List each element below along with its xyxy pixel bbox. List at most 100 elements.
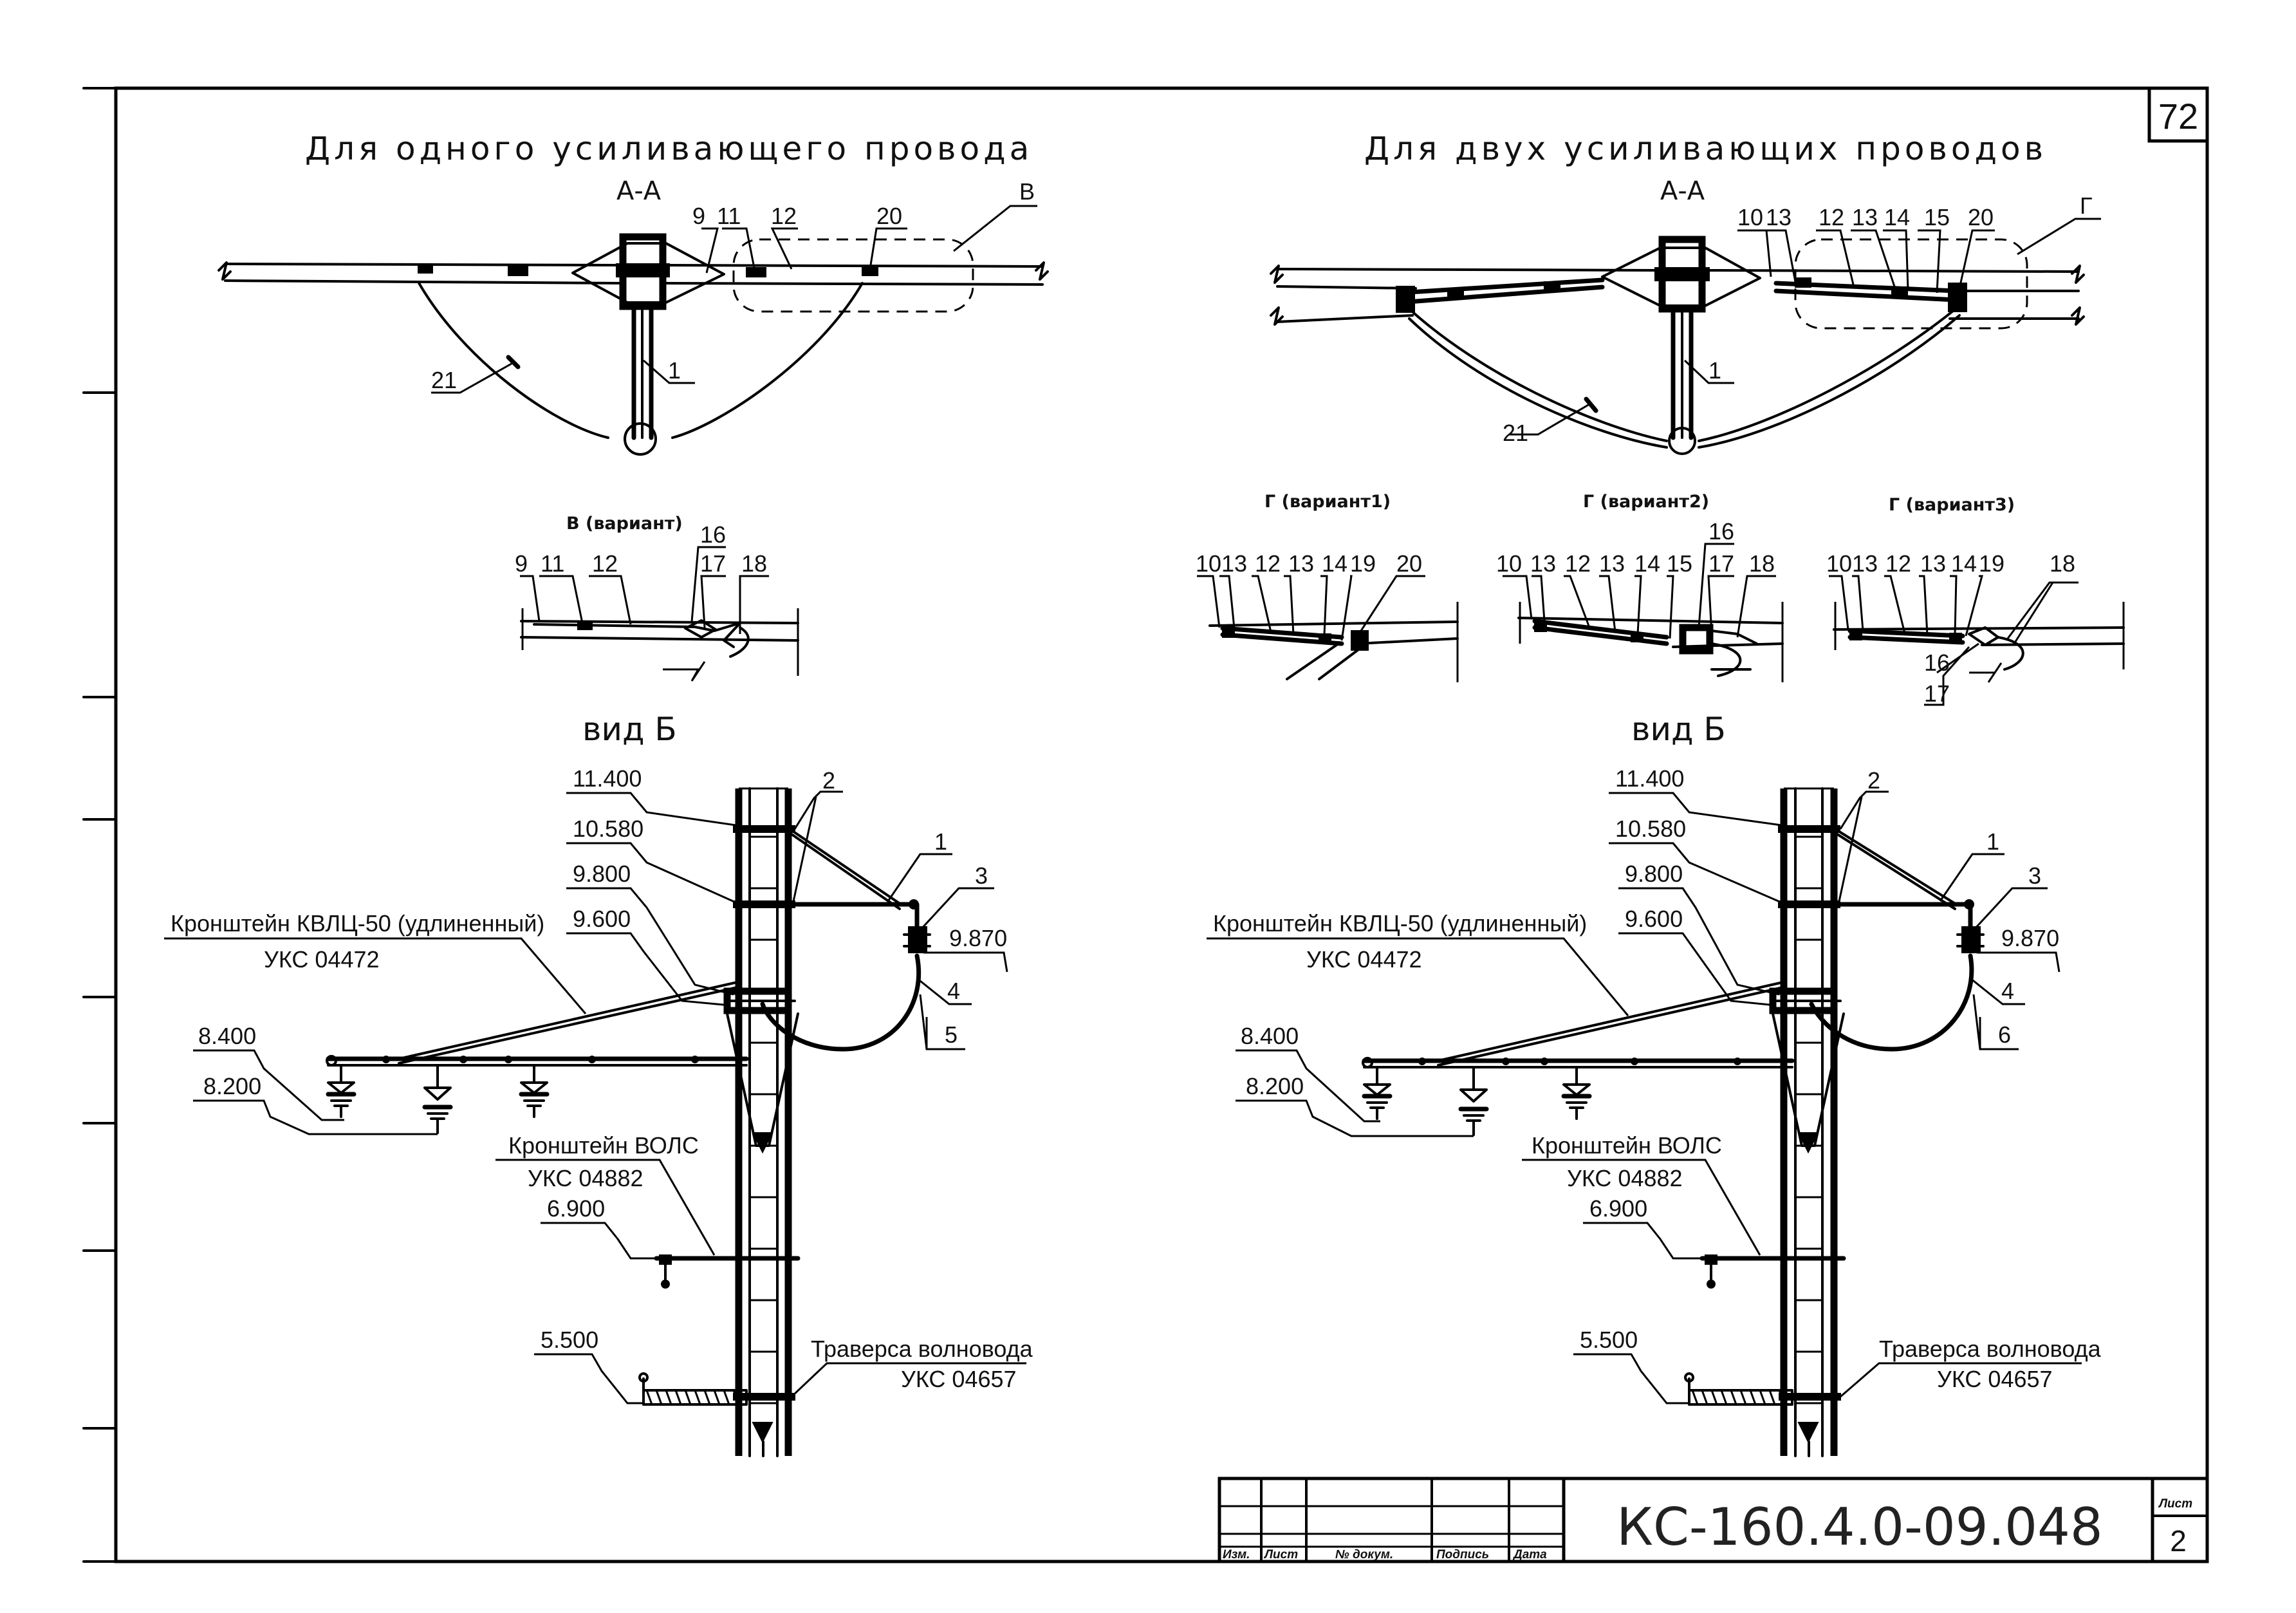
right-label-15: 15 (1924, 204, 1950, 230)
right-title: Для двух усиливающих проводов (1364, 130, 2047, 167)
left-label-21: 21 (431, 367, 457, 393)
right-elev-9870: 9.870 (2001, 925, 2059, 951)
right-v1-label-20: 20 (1396, 550, 1422, 577)
right-callout-2: 2 (1867, 767, 1880, 794)
document-code: КС-160.4.0-09.048 (1616, 1497, 2103, 1557)
right-traverse-code: УКС 04657 (1937, 1366, 2053, 1392)
right-v2-label-16: 16 (1708, 518, 1734, 545)
left-elev-8400: 8.400 (198, 1023, 256, 1049)
left-variant-label-12: 12 (592, 550, 618, 577)
right-section-label: А-А (1660, 176, 1705, 206)
left-callouts: 2 1 3 4 5 (792, 767, 994, 1050)
right-variant1-title: Г (вариант1) (1264, 492, 1391, 512)
right-bracket1-code: УКС 04472 (1306, 946, 1422, 973)
left-label-20: 20 (876, 203, 902, 229)
right-callout-1: 1 (1986, 828, 1999, 855)
right-elev-9600: 9.600 (1625, 906, 1683, 932)
left-elev-9870: 9.870 (949, 925, 1007, 951)
right-elev-10580: 10.580 (1615, 816, 1686, 842)
left-title: Для одного усиливающего провода (305, 130, 1033, 167)
right-elev-8400: 8.400 (1241, 1023, 1299, 1049)
left-label-12: 12 (771, 203, 797, 229)
tb-col-list: Лист (1263, 1548, 1298, 1562)
right-v3-label-13b: 13 (1920, 550, 1946, 577)
right-detail-marker: Г (2080, 192, 2093, 219)
right-label-13b: 13 (1852, 204, 1878, 230)
left-callout-2: 2 (822, 767, 835, 794)
left-view-title: вид Б (582, 711, 677, 748)
left-elev-9600: 9.600 (573, 906, 631, 932)
left-variant-label-11: 11 (541, 550, 564, 577)
left-variant-label-18: 18 (741, 550, 767, 577)
left-elev-10580: 10.580 (573, 816, 643, 842)
right-callouts: 2 1 3 4 6 (1837, 767, 2048, 1050)
sheet-label: Лист (2158, 1497, 2192, 1511)
right-v3-label-13a: 13 (1852, 550, 1878, 577)
tb-col-date: Дата (1512, 1548, 1547, 1562)
right-label-10: 10 (1737, 204, 1763, 230)
right-v1-label-10: 10 (1196, 550, 1221, 577)
left-bracket1-code: УКС 04472 (264, 946, 380, 973)
left-elev-5500: 5.500 (541, 1327, 598, 1353)
left-variant-label-9: 9 (515, 550, 528, 577)
left-bracket1-name: Кронштейн КВЛЦ-50 (удлиненный) (171, 910, 544, 937)
right-v2-label-13b: 13 (1599, 550, 1625, 577)
left-view-b: вид Б (164, 711, 1033, 1457)
right-v2-label-13a: 13 (1530, 550, 1556, 577)
right-view-title: вид Б (1631, 711, 1726, 748)
right-bracket2-code: УКС 04882 (1567, 1165, 1683, 1191)
left-section-label: А-А (616, 176, 662, 206)
right-label-13a: 13 (1766, 204, 1791, 230)
left-label-11: 11 (717, 203, 741, 229)
right-callout-4: 4 (2001, 978, 2014, 1004)
right-v2-label-14: 14 (1634, 550, 1660, 577)
right-v1-label-13a: 13 (1221, 550, 1247, 577)
right-elev-8200: 8.200 (1246, 1073, 1304, 1099)
right-v2-label-15: 15 (1667, 550, 1692, 577)
left-variant-title: В (вариант) (566, 514, 683, 534)
right-variant2-title: Г (вариант2) (1583, 492, 1709, 512)
right-v3-label-14: 14 (1951, 550, 1977, 577)
right-v2-label-10: 10 (1496, 550, 1522, 577)
tb-col-izm: Изм. (1223, 1548, 1250, 1562)
left-callout-3: 3 (975, 862, 988, 889)
left-bracket2-code: УКС 04882 (528, 1165, 643, 1191)
left-elev-11400: 11.400 (573, 765, 642, 792)
right-elev-9800: 9.800 (1625, 861, 1683, 887)
left-traverse-name: Траверса волновода (811, 1336, 1033, 1362)
right-insulators (1362, 1066, 1592, 1136)
right-v3-label-10: 10 (1826, 550, 1852, 577)
left-detail-marker: В (1019, 178, 1035, 205)
right-elev-5500: 5.500 (1580, 1327, 1638, 1353)
right-v1-label-13b: 13 (1288, 550, 1314, 577)
right-v3-label-12: 12 (1885, 550, 1911, 577)
right-label-1: 1 (1708, 357, 1721, 384)
right-v1-label-19: 19 (1350, 550, 1376, 577)
right-elev-11400: 11.400 (1615, 765, 1684, 792)
right-label-20: 20 (1968, 204, 1994, 230)
right-variant3-title: Г (вариант3) (1889, 495, 2015, 515)
right-label-12: 12 (1819, 204, 1844, 230)
left-variant-label-17: 17 (700, 550, 726, 577)
left-callout-4: 4 (947, 978, 960, 1004)
right-variant-3: Г (вариант3) 10 13 12 13 14 19 18 16 17 (1826, 495, 2125, 707)
right-v3-label-16: 16 (1924, 649, 1950, 676)
sheet-frame (82, 86, 2209, 1563)
right-section-aa: Для двух усиливающих проводов А-А (1270, 130, 2101, 455)
left-section-aa: Для одного усиливающего провода А-А 9 (218, 130, 1049, 456)
right-label-21: 21 (1503, 420, 1528, 446)
right-variant-2: Г (вариант2) 10 13 12 13 14 15 16 17 18 (1496, 492, 1784, 682)
right-v3-label-18: 18 (2050, 550, 2075, 577)
right-traverse-name: Траверса волновода (1879, 1336, 2102, 1362)
left-variant-b: В (вариант) 9 11 12 16 17 18 (515, 514, 799, 682)
left-label-1: 1 (668, 357, 681, 384)
right-view-b: вид Б (1207, 711, 2102, 1457)
right-bracket1-name: Кронштейн КВЛЦ-50 (удлиненный) (1213, 910, 1587, 937)
left-variant-label-16: 16 (700, 521, 726, 548)
title-block: Изм. Лист № докум. Подпись Дата КС-160.4… (1217, 1477, 2209, 1563)
right-variant-1: Г (вариант1) 10 13 12 13 14 19 20 (1196, 492, 1459, 682)
right-elev-6900: 6.900 (1589, 1195, 1647, 1222)
sheet-number: 2 (2170, 1524, 2187, 1558)
